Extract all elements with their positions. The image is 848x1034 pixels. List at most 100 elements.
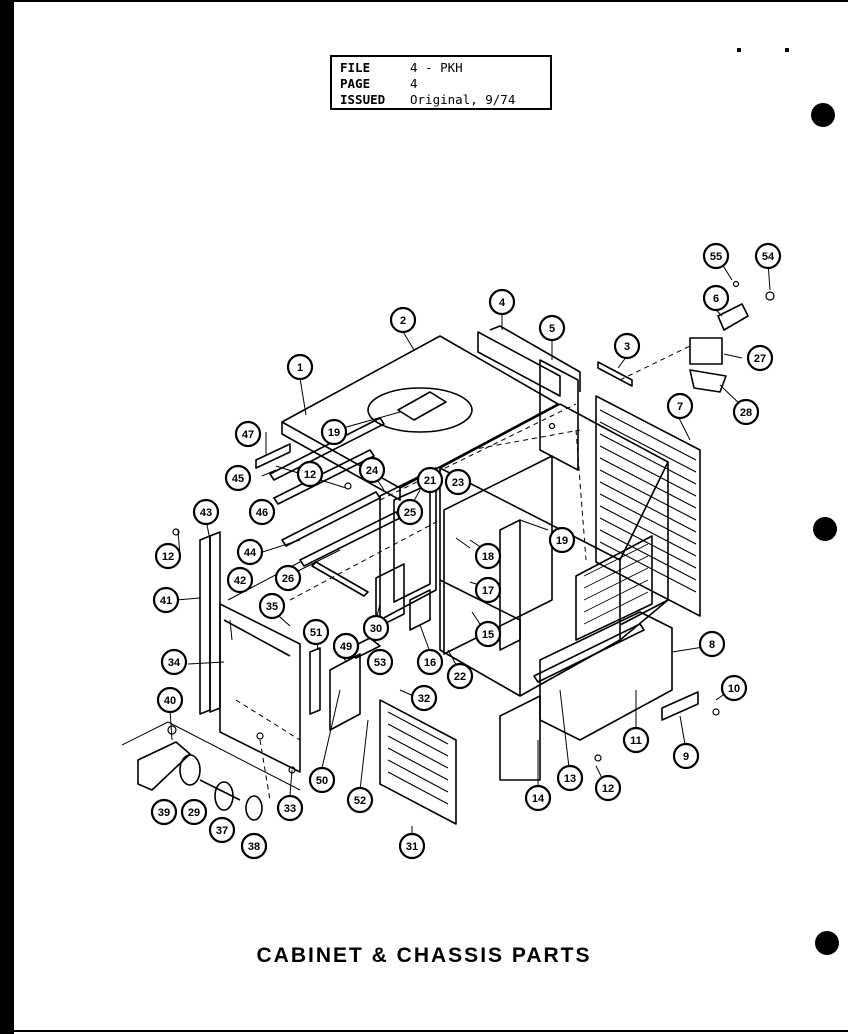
callout-circle <box>613 332 641 360</box>
callout-15: 15 <box>474 620 502 648</box>
callout-19a: 19 <box>548 526 576 554</box>
binder-hole-middle <box>813 517 837 541</box>
callout-42: 42 <box>226 566 254 594</box>
callout-label: 21 <box>424 475 436 487</box>
callout-label: 4 <box>499 297 506 309</box>
callout-circle <box>154 542 182 570</box>
callout-12a: 12 <box>154 542 182 570</box>
callout-circle <box>398 832 426 860</box>
callout-circle <box>346 786 374 814</box>
scan-border-left <box>0 0 14 1034</box>
callout-8: 8 <box>698 630 726 658</box>
callout-30: 30 <box>362 614 390 642</box>
scan-border-top <box>14 0 848 2</box>
callout-label: 19 <box>556 535 568 547</box>
callout-label: 39 <box>158 807 170 819</box>
callout-label: 49 <box>340 641 352 653</box>
callout-circle <box>556 764 584 792</box>
callout-label: 32 <box>418 693 430 705</box>
callout-5: 5 <box>538 314 566 342</box>
callout-label: 16 <box>424 657 436 669</box>
callout-label: 47 <box>242 429 254 441</box>
callout-16: 16 <box>416 648 444 676</box>
callout-34: 34 <box>160 648 188 676</box>
callout-12b: 12 <box>296 460 324 488</box>
callout-45: 45 <box>224 464 252 492</box>
callout-label: 51 <box>310 627 322 639</box>
issued-value: Original, 9/74 <box>410 92 516 107</box>
callout-label: 15 <box>482 629 494 641</box>
callout-12c: 12 <box>594 774 622 802</box>
callout-label: 11 <box>630 735 642 747</box>
callout-46: 46 <box>248 498 276 526</box>
callout-circle <box>302 618 330 646</box>
speck <box>737 48 741 52</box>
callout-circle <box>320 418 348 446</box>
callout-label: 54 <box>762 251 775 263</box>
file-label: FILE <box>340 60 371 75</box>
callout-13: 13 <box>556 764 584 792</box>
callout-circle <box>416 466 444 494</box>
front-grille <box>379 699 457 825</box>
callout-label: 29 <box>188 807 200 819</box>
callout-circle <box>474 620 502 648</box>
callout-22: 22 <box>446 662 474 690</box>
callout-label: 37 <box>216 825 228 837</box>
scan-border-bottom <box>14 1030 848 1032</box>
callout-26: 26 <box>274 564 302 592</box>
callout-circle <box>446 662 474 690</box>
callout-circle <box>666 392 694 420</box>
callout-circle <box>248 498 276 526</box>
callout-label: 53 <box>374 657 386 669</box>
callout-circle <box>720 674 748 702</box>
callout-label: 9 <box>683 751 689 763</box>
callout-14: 14 <box>524 784 552 812</box>
callout-circle <box>296 460 324 488</box>
callout-label: 7 <box>677 401 683 413</box>
callout-label: 34 <box>168 657 181 669</box>
callout-28: 28 <box>732 398 760 426</box>
callout-label: 42 <box>234 575 246 587</box>
callout-label: 12 <box>304 469 316 481</box>
callout-circle <box>366 648 394 676</box>
callout-label: 12 <box>162 551 174 563</box>
issued-label: ISSUED <box>340 92 386 107</box>
callout-43: 43 <box>192 498 220 526</box>
callout-label: 2 <box>400 315 406 327</box>
callout-24: 24 <box>358 456 386 484</box>
callout-label: 26 <box>282 573 294 585</box>
callout-circle <box>410 684 438 712</box>
callout-52: 52 <box>346 786 374 814</box>
callout-label: 13 <box>564 773 576 785</box>
back-strip <box>477 331 561 397</box>
callout-circle <box>396 498 424 526</box>
callout-circle <box>226 566 254 594</box>
callout-label: 25 <box>404 507 416 519</box>
callout-44: 44 <box>236 538 264 566</box>
callout-circle <box>156 686 184 714</box>
page-label: PAGE <box>340 76 371 91</box>
callout-17: 17 <box>474 576 502 604</box>
callout-circle <box>698 630 726 658</box>
callout-10: 10 <box>720 674 748 702</box>
callout-label: 1 <box>297 362 303 374</box>
callout-label: 30 <box>370 623 382 635</box>
front-panel <box>219 603 301 773</box>
callout-35: 35 <box>258 592 286 620</box>
speck <box>785 48 789 52</box>
callout-40: 40 <box>156 686 184 714</box>
callout-51: 51 <box>302 618 330 646</box>
callout-54: 54 <box>754 242 782 270</box>
binder-hole-top <box>811 103 835 127</box>
callout-circle <box>236 538 264 566</box>
callout-label: 8 <box>709 639 715 651</box>
callout-47: 47 <box>234 420 262 448</box>
callout-circle <box>548 526 576 554</box>
callout-label: 19 <box>328 427 340 439</box>
callout-label: 14 <box>532 793 545 805</box>
callout-label: 38 <box>248 841 260 853</box>
callout-group: 1234567891011121212131415161718191921222… <box>150 242 782 860</box>
callout-circle <box>474 542 502 570</box>
callout-label: 22 <box>454 671 466 683</box>
